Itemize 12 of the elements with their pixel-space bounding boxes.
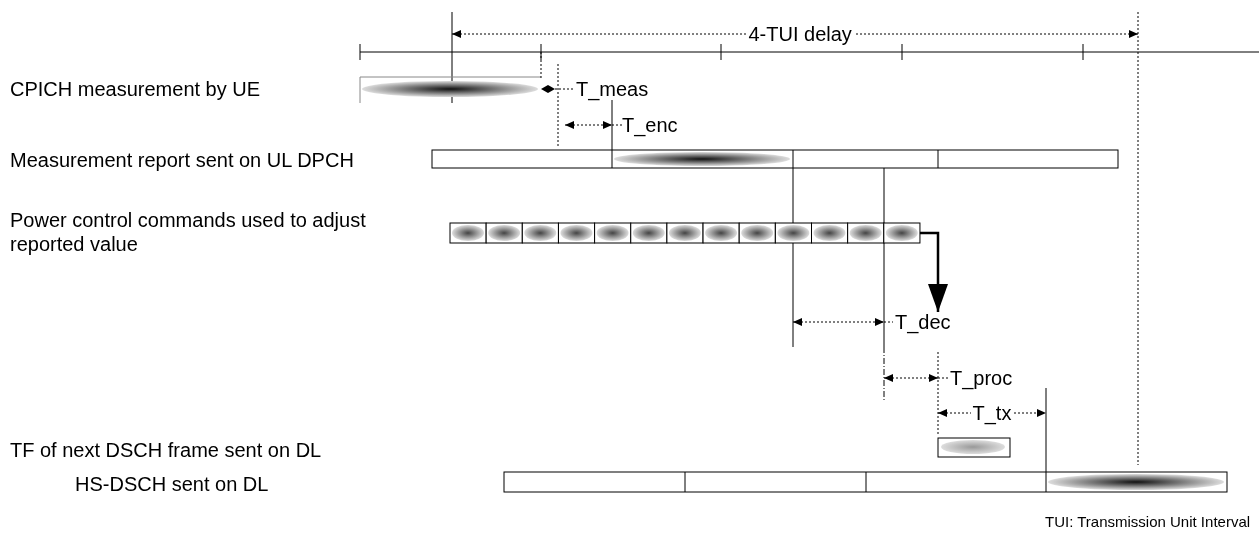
command-bar	[449, 222, 921, 244]
row-label: TF of next DSCH frame sent on DL	[10, 438, 322, 462]
timing-label: T_enc	[622, 113, 678, 137]
timing-label: T_proc	[950, 366, 1013, 390]
row-label: CPICH measurement by UE	[10, 77, 261, 101]
row-label: Power control commands used to adjust reported value	[10, 208, 367, 256]
timing-label: T_meas	[576, 77, 649, 101]
row-label: Measurement report sent on UL DPCH	[10, 148, 354, 172]
row-label: HS-DSCH sent on DL	[75, 472, 269, 496]
arrow	[919, 231, 948, 312]
timing-label: T_dec	[895, 310, 951, 334]
footnote: TUI: Transmission Unit Interval	[1045, 513, 1251, 531]
